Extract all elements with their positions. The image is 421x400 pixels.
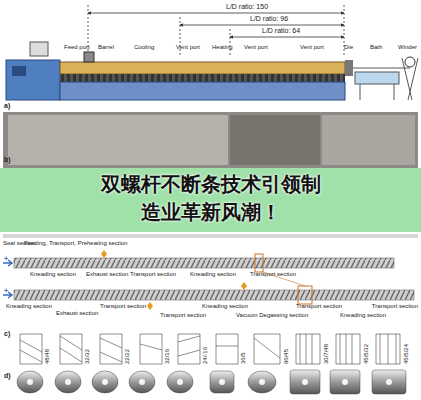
- element-number: 32/32: [84, 349, 90, 364]
- part-label: Vent port: [176, 44, 200, 50]
- part-label: Kneading section: [340, 312, 386, 318]
- part-label: Transport section: [130, 271, 176, 277]
- element-number: 96/45: [283, 349, 289, 364]
- element-number: 30/7/48: [323, 344, 329, 364]
- part-label: Die: [344, 44, 353, 50]
- part-label: Transport section: [100, 303, 146, 309]
- part-label: Winder: [398, 44, 417, 50]
- part-label: Transport section: [372, 303, 418, 309]
- part-label: Feeding, Transport, Preheating section: [24, 240, 127, 246]
- part-label: Transport section: [160, 312, 206, 318]
- part-label: d): [4, 372, 11, 379]
- part-label: L/D ratio: 150: [226, 3, 268, 10]
- element-number: 48/48: [44, 349, 50, 364]
- part-label: L/D ratio: 64: [262, 27, 300, 34]
- part-label: Vacuum Degassing section: [236, 312, 308, 318]
- part-label: Vent port: [300, 44, 324, 50]
- part-label: Kneading section: [202, 303, 248, 309]
- part-label: Kneading section: [30, 271, 76, 277]
- part-label: Kneading section: [6, 303, 52, 309]
- part-label: Transport section: [296, 303, 342, 309]
- element-number: 32/16: [164, 349, 170, 364]
- banner-title: 双螺杆不断条技术引领制造业革新风潮！: [98, 170, 324, 226]
- part-label: Exhaust section: [86, 271, 128, 277]
- part-label: Bath: [370, 44, 382, 50]
- part-label: +: [4, 255, 8, 262]
- part-label: b): [4, 156, 11, 163]
- element-number: 22/22: [124, 349, 130, 364]
- part-label: a): [4, 102, 10, 109]
- part-label: Vent port: [244, 44, 268, 50]
- part-label: +: [4, 287, 8, 294]
- part-label: Feed port: [64, 44, 90, 50]
- part-label: Barrel: [98, 44, 114, 50]
- part-label: Heating: [212, 44, 233, 50]
- element-number: 36/5: [240, 352, 246, 364]
- part-label: c): [4, 330, 10, 337]
- part-label: Transport section: [250, 271, 296, 277]
- element-number: 45/5/24: [403, 344, 409, 364]
- element-number: 45/5/32: [363, 344, 369, 364]
- element-number: 24/-16: [202, 347, 208, 364]
- part-label: Kneading section: [190, 271, 236, 277]
- part-label: L/D ratio: 96: [250, 15, 288, 22]
- part-label: Cooling: [134, 44, 154, 50]
- part-label: Exhaust section: [56, 310, 98, 316]
